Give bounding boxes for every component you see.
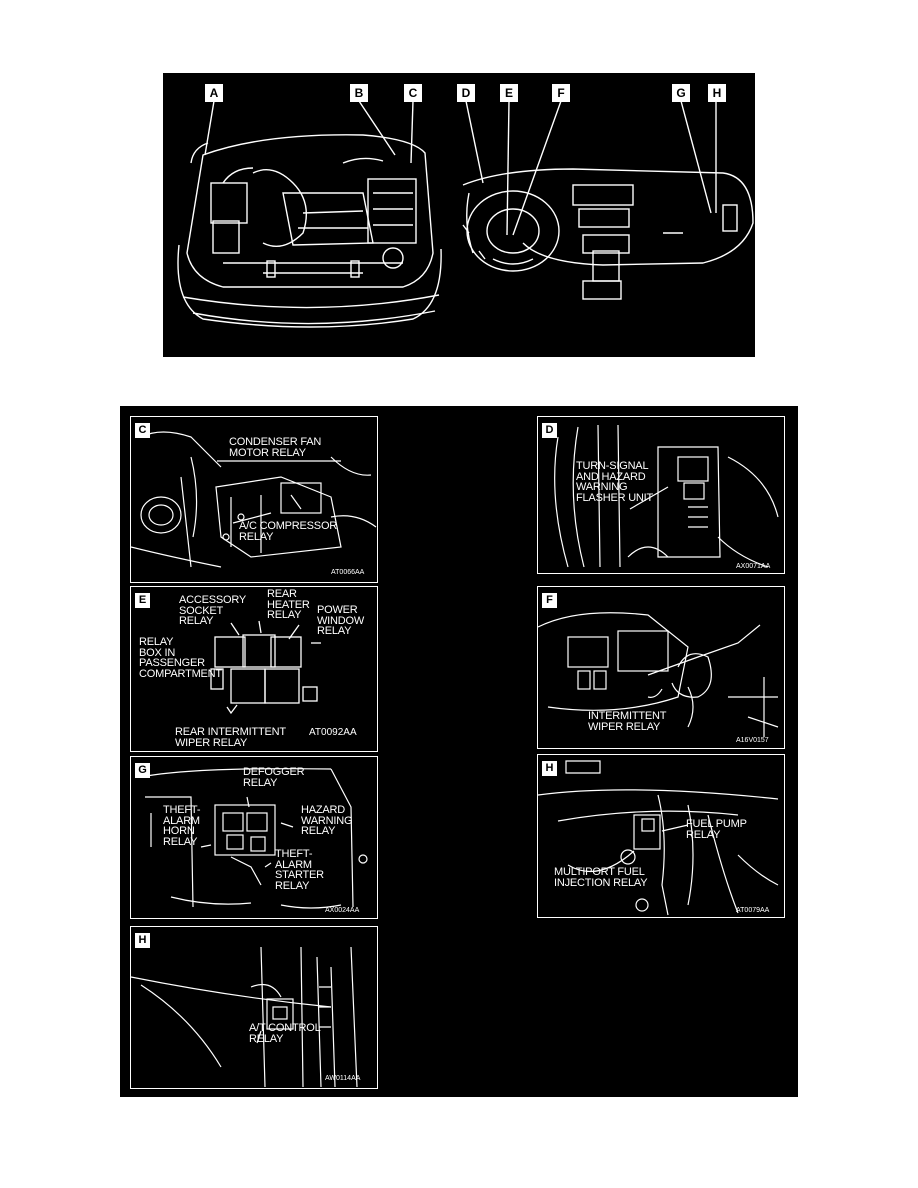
panel-f-drawing (538, 612, 779, 737)
panel-c-code: AT0066AA (331, 569, 365, 576)
panel-e-drawing (210, 620, 321, 715)
panel-f: F INTERMITTENT WIPER RELAY A16V0157 (537, 586, 785, 749)
overview-key-c: C (404, 84, 422, 102)
panel-c-label-ac-compressor: A/C COMPRESSOR RELAY (239, 520, 338, 543)
vehicle-overview-diagram: A B C D E F G H (163, 73, 755, 357)
overview-key-g: G (672, 84, 690, 102)
panel-e-label-power-window: POWER WINDOW RELAY (317, 604, 365, 637)
panel-e-label-relay-box: RELAY BOX IN PASSENGER COMPARTMENT (139, 636, 222, 680)
panel-e-code: AT0092AA (309, 727, 357, 738)
panel-e-label-accessory-socket: ACCESSORY SOCKET RELAY (179, 594, 247, 627)
panel-h-at-control: H A/T CONTROL RELAY AW0114AA (130, 926, 378, 1089)
panel-h-fuel-pump-drawing (538, 760, 779, 916)
panel-d: D TURN-SIGNAL AND HAZARD WARNING FLASHER… (537, 416, 785, 574)
panel-c: C CONDENSER FAN MOTOR RELAY A/C COMPRESS… (130, 416, 378, 583)
panel-c-label-condenser-fan: CONDENSER FAN MOTOR RELAY (229, 436, 322, 459)
panel-c-drawing (131, 431, 377, 568)
panel-g-label-theft-alarm-starter: THEFT- ALARM STARTER RELAY (275, 848, 324, 892)
panel-g-code: AX0024AA (325, 907, 360, 914)
panel-e: E ACCESSORY SOCKET RELAY REAR HEATER REL… (130, 586, 378, 752)
overview-key-a: A (205, 84, 223, 102)
panel-d-code: AX0071AA (736, 563, 771, 570)
panel-g-label-defogger: DEFOGGER RELAY (243, 766, 305, 789)
panel-h-fuel-pump-letter: H (542, 761, 557, 776)
overview-key-b: B (350, 84, 368, 102)
panel-c-letter: C (135, 423, 150, 438)
panel-d-drawing (554, 424, 779, 568)
panel-h-fuel-pump-code: AT0079AA (736, 907, 770, 914)
overview-key-d: D (457, 84, 475, 102)
panel-h-label-multiport-fuel: MULTIPORT FUEL INJECTION RELAY (554, 866, 648, 889)
panel-h-at-control-drawing (131, 946, 358, 1088)
panel-h-at-control-code: AW0114AA (325, 1075, 361, 1082)
panel-g-letter: G (135, 763, 150, 778)
overview-key-f: F (552, 84, 570, 102)
panel-g-drawing (140, 768, 368, 909)
panel-h-fuel-pump: H FUEL PUMP RELAY MULTIPORT FUEL INJECTI… (537, 754, 785, 918)
panel-g-label-theft-alarm-horn: THEFT- ALARM HORN RELAY (163, 804, 201, 848)
overview-key-e: E (500, 84, 518, 102)
panel-g-label-hazard-warning: HAZARD WARNING RELAY (301, 804, 353, 837)
panel-f-code: A16V0157 (736, 737, 769, 744)
panel-h-label-at-control: A/T CONTROL RELAY (249, 1022, 321, 1045)
overview-key-h: H (708, 84, 726, 102)
panel-e-label-rear-heater: REAR HEATER RELAY (267, 588, 310, 621)
panel-h-at-control-letter: H (135, 933, 150, 948)
panel-h-label-fuel-pump: FUEL PUMP RELAY (686, 818, 747, 841)
panel-e-letter: E (135, 593, 150, 608)
panel-f-letter: F (542, 593, 557, 608)
panel-e-label-rear-intermittent: REAR INTERMITTENT WIPER RELAY (175, 726, 286, 749)
panel-d-letter: D (542, 423, 557, 438)
engine-and-dash-drawing (177, 100, 754, 328)
panel-g: G DEFOGGER RELAY THEFT- ALARM HORN RELAY… (130, 756, 378, 919)
panel-d-label-flasher: TURN-SIGNAL AND HAZARD WARNING FLASHER U… (576, 460, 654, 504)
panel-f-label-intermittent-wiper: INTERMITTENT WIPER RELAY (588, 710, 667, 733)
